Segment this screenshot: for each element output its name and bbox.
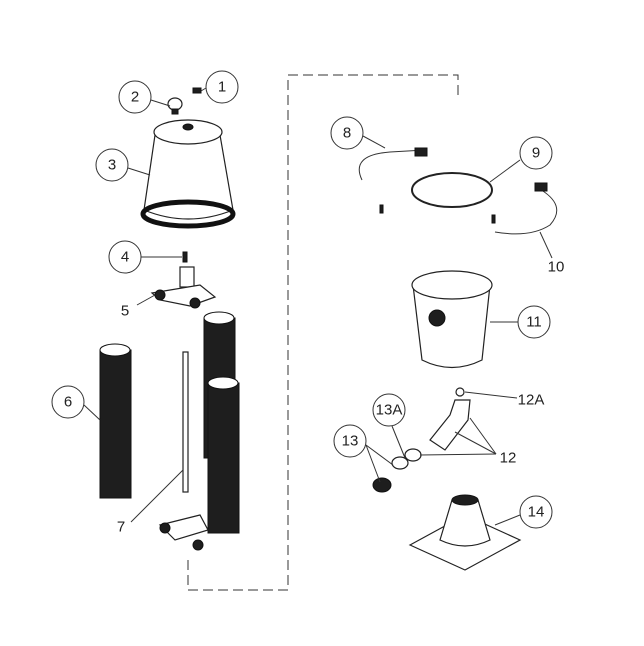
callout-3: 3	[95, 148, 129, 182]
group-divider-line	[187, 74, 459, 591]
callout-13A-label: 13A	[376, 402, 403, 419]
callout-13A: 13A	[372, 393, 406, 427]
leader-lines	[83, 87, 553, 526]
part-12-plumbing-fittings	[372, 387, 471, 493]
part-14-filter-base	[408, 494, 522, 571]
part-4-screw	[182, 251, 188, 263]
callout-11: 11	[517, 305, 551, 339]
part-6-filter-cartridges	[99, 311, 240, 534]
callout-1-label: 1	[218, 79, 226, 96]
callout-8: 8	[330, 116, 364, 150]
callout-7-label: 7	[117, 519, 125, 536]
part-9-o-ring	[411, 172, 493, 208]
callout-9-label: 9	[532, 145, 540, 162]
callout-6-label: 6	[64, 394, 72, 411]
part-10-clamp-half	[491, 182, 558, 235]
callout-8-label: 8	[343, 125, 351, 142]
callout-13: 13	[333, 424, 367, 458]
callout-1: 1	[205, 70, 239, 104]
callout-14: 14	[519, 495, 553, 529]
part-5-top-manifold	[150, 266, 217, 309]
callout-14-label: 14	[528, 504, 545, 521]
part-3-filter-lid	[140, 119, 236, 229]
callout-12A-label: 12A	[518, 392, 545, 409]
callout-9: 9	[519, 136, 553, 170]
callout-6: 6	[51, 385, 85, 419]
part-11-filter-tank	[411, 270, 493, 369]
part-1-air-relief-screw	[192, 87, 202, 94]
callout-3-label: 3	[108, 157, 116, 174]
part-2-air-relief-valve	[167, 97, 183, 115]
callout-12-label: 12	[500, 450, 517, 467]
callout-13-label: 13	[342, 433, 359, 450]
callout-4-label: 4	[121, 249, 129, 266]
callout-4: 4	[108, 240, 142, 274]
callout-2: 2	[118, 80, 152, 114]
part-7-center-pipe-and-manifold	[158, 351, 209, 551]
part-8-clamp-half	[358, 147, 428, 214]
callout-2-label: 2	[131, 89, 139, 106]
callout-10-label: 10	[548, 259, 565, 276]
callout-5-label: 5	[121, 303, 129, 320]
callout-11-label: 11	[526, 314, 542, 331]
